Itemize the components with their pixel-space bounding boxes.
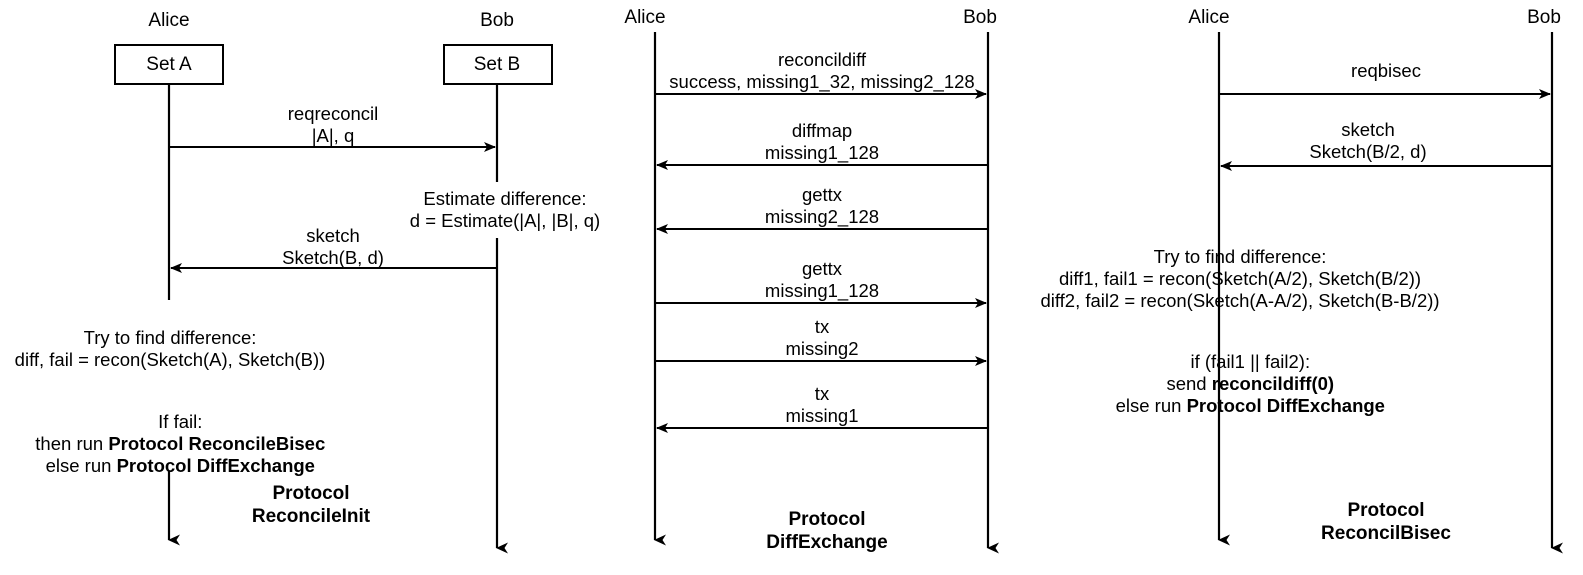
note-if-fail-text: If fail: [158, 411, 203, 433]
protocol-title-p2-line2: DiffExchange [766, 532, 888, 553]
message-label-reconcildiff-line1: reconcildiff [777, 49, 867, 70]
message-label-reconcildiff-line2: success, missing1_32, missing2_128 [669, 71, 975, 92]
protocol-title-p3-line2: ReconcilBisec [1321, 523, 1451, 544]
note-if-fail12-line1: if (fail1 || fail2): [1170, 330, 1310, 394]
message-label-gettx-missing1-line1: gettx [801, 258, 843, 279]
note-protocol-diffexchange-p1: Protocol DiffExchange [116, 455, 315, 477]
actor-label-bob-p3: Bob [1527, 7, 1561, 28]
note-else-run-line-p3: else run Protocol DiffExchange [1095, 374, 1385, 438]
protocol-title-p2-line1: Protocol [788, 509, 866, 530]
note-try-find-difference-p1-line2: diff, fail = recon(Sketch(A), Sketch(B)) [14, 349, 326, 370]
message-label-sketch-p1-line2: Sketch(B, d) [282, 247, 384, 268]
note-estimate-difference-line1: Estimate difference: [423, 188, 587, 209]
message-label-gettx-missing2-line2: missing2_128 [764, 206, 880, 227]
note-send-line: send reconcildiff(0) [1146, 352, 1334, 416]
note-send-text: send [1166, 373, 1212, 395]
protocol-title-p1-line1: Protocol [272, 483, 350, 504]
note-try-find-difference-p1-line1: Try to find difference: [83, 327, 257, 348]
note-estimate-difference-line2: d = Estimate(|A|, |B|, q) [409, 210, 601, 231]
note-if-fail-line2: then run Protocol ReconcileBisec [15, 412, 326, 476]
message-label-gettx-missing1-line2: missing1_128 [764, 280, 880, 301]
note-if-fail12-text: if (fail1 || fail2): [1190, 351, 1311, 373]
note-if-fail-line1: If fail: [138, 390, 203, 454]
message-label-sketch-p3-line2: Sketch(B/2, d) [1309, 141, 1427, 162]
actor-label-alice-p3: Alice [1188, 7, 1230, 28]
panel-reconcil-bisec-lines [1217, 32, 1563, 554]
protocol-title-p3-line1: Protocol [1347, 500, 1425, 521]
note-try-find-difference-p3-line3: diff2, fail2 = recon(Sketch(A-A/2), Sket… [1040, 290, 1440, 311]
note-else-run-text-p3: else run [1115, 395, 1187, 417]
actor-box-set-a [114, 44, 224, 85]
message-label-reqreconcil-line1: reqreconcil [287, 103, 379, 124]
panel-diff-exchange-lines [653, 32, 999, 554]
message-label-diffmap-line2: missing1_128 [764, 142, 880, 163]
note-try-find-difference-p3-line1: Try to find difference: [1153, 246, 1327, 267]
message-label-reqbisec: reqbisec [1351, 60, 1421, 81]
actor-label-alice-p2: Alice [624, 7, 666, 28]
message-label-tx-missing2-line2: missing2 [785, 338, 859, 359]
actor-box-label-set-a: Set A [146, 54, 192, 75]
note-then-run-text: then run [35, 433, 109, 455]
note-reconcildiff-zero: reconcildiff(0) [1211, 373, 1335, 395]
message-label-tx-missing1-line1: tx [814, 383, 830, 404]
note-else-run-text: else run [45, 455, 117, 477]
message-label-diffmap-line1: diffmap [791, 120, 853, 141]
message-label-tx-missing1-line2: missing1 [785, 405, 859, 426]
actor-label-bob-p1: Bob [480, 10, 514, 31]
note-protocol-reconcilebisec: Protocol ReconcileBisec [108, 433, 326, 455]
panel-reconcile-init-lines [114, 44, 553, 554]
message-label-tx-missing2-line1: tx [814, 316, 830, 337]
actor-label-bob-p2: Bob [963, 7, 997, 28]
note-try-find-difference-p3-line2: diff1, fail1 = recon(Sketch(A/2), Sketch… [1058, 268, 1422, 289]
actor-box-label-set-b: Set B [473, 54, 521, 75]
note-protocol-diffexchange-p3: Protocol DiffExchange [1186, 395, 1385, 417]
actor-label-alice-p1: Alice [148, 10, 190, 31]
message-label-gettx-missing2-line1: gettx [801, 184, 843, 205]
protocol-title-p1-line2: ReconcileInit [251, 506, 371, 527]
message-label-sketch-p3-line1: sketch [1341, 119, 1395, 140]
message-label-reqreconcil-line2: |A|, q [311, 125, 355, 146]
note-if-fail-line3: else run Protocol DiffExchange [25, 434, 315, 498]
message-label-sketch-p1-line1: sketch [306, 225, 360, 246]
